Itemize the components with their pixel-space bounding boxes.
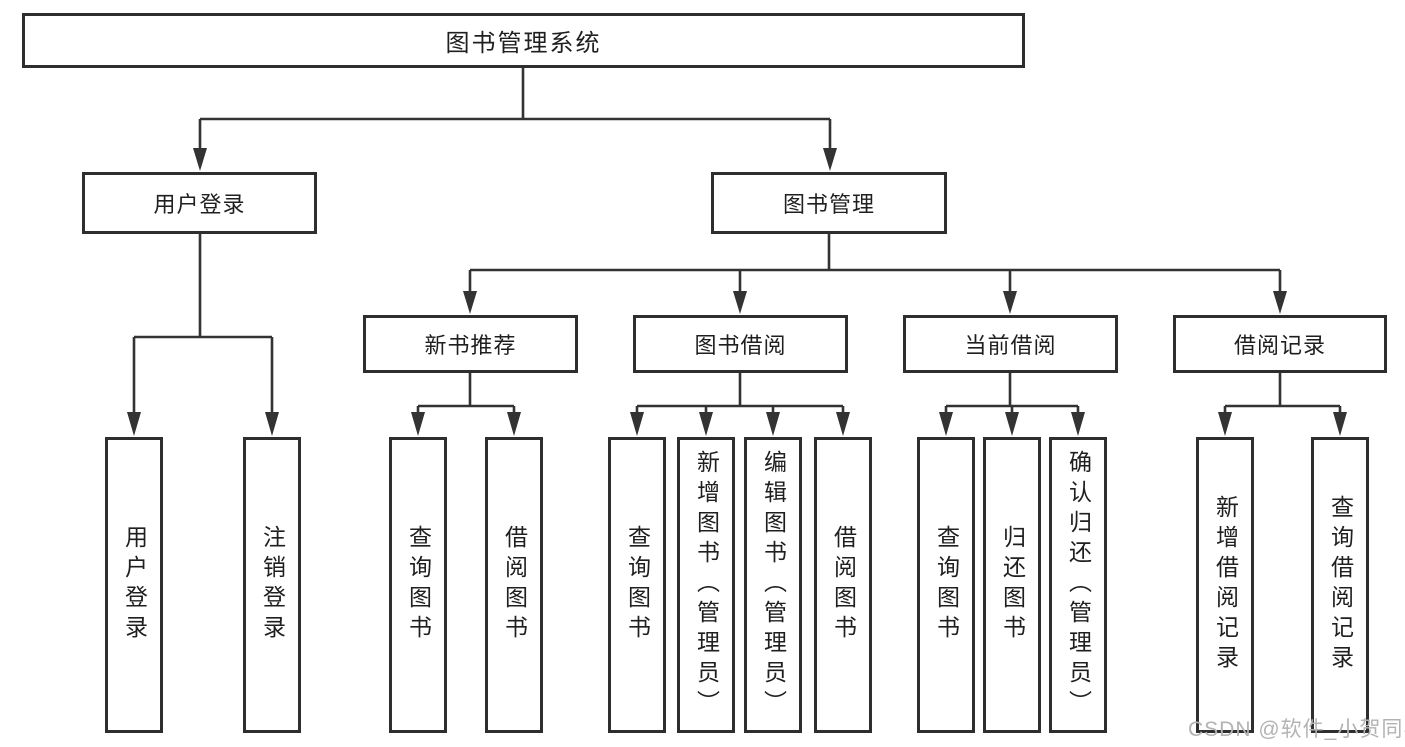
leaf-record-query: 查询借阅记录	[1311, 437, 1369, 733]
leaf-recommend-borrow-book: 借阅图书	[485, 437, 543, 733]
node-current-borrow-label: 当前借阅	[964, 333, 1057, 358]
leaf-recommend-query-book: 查询图书	[389, 437, 447, 733]
node-user-login-label: 用户登录	[153, 192, 246, 217]
leaf-borrow-query-book-label: 查询图书	[624, 525, 651, 645]
arrowhead	[823, 148, 837, 171]
node-book-management: 图书管理	[711, 172, 947, 234]
leaf-borrow-query-book: 查询图书	[608, 437, 666, 733]
leaf-user-login: 用户登录	[105, 437, 163, 733]
leaf-borrow-edit-book-label: 编辑图书（管理员）	[760, 450, 787, 720]
arrowhead	[939, 412, 953, 436]
arrowhead	[1003, 291, 1017, 314]
leaf-recommend-borrow-book-label: 借阅图书	[501, 525, 528, 645]
node-borrow-record: 借阅记录	[1173, 315, 1387, 373]
arrowhead	[265, 412, 279, 436]
arrowhead	[507, 412, 521, 436]
arrowhead	[1273, 291, 1287, 314]
arrowhead	[733, 291, 747, 314]
node-book-borrow-label: 图书借阅	[694, 333, 787, 358]
arrowhead	[1218, 412, 1232, 436]
leaf-record-add-label: 新增借阅记录	[1212, 495, 1239, 675]
node-book-management-label: 图书管理	[782, 192, 875, 217]
node-book-borrow: 图书借阅	[633, 315, 848, 373]
node-root-label: 图书管理系统	[445, 30, 602, 57]
arrowhead	[1005, 412, 1019, 436]
node-current-borrow: 当前借阅	[903, 315, 1118, 373]
leaf-current-return-book: 归还图书	[983, 437, 1041, 733]
arrowhead	[1333, 412, 1347, 436]
node-root: 图书管理系统	[22, 13, 1025, 68]
leaf-logout-label: 注销登录	[259, 525, 286, 645]
watermark: CSDN @软件_小贺同学	[1188, 718, 1405, 741]
leaf-record-query-label: 查询借阅记录	[1327, 495, 1354, 675]
arrowhead	[127, 412, 141, 436]
leaf-borrow-add-book: 新增图书（管理员）	[677, 437, 735, 733]
arrowhead	[699, 412, 713, 436]
leaf-borrow-borrow-book: 借阅图书	[814, 437, 872, 733]
leaf-current-confirm-return-label: 确认归还（管理员）	[1065, 450, 1092, 720]
leaf-current-query-book: 查询图书	[917, 437, 975, 733]
leaf-borrow-borrow-book-label: 借阅图书	[830, 525, 857, 645]
leaf-current-query-book-label: 查询图书	[933, 525, 960, 645]
node-new-book-recommend: 新书推荐	[363, 315, 578, 373]
leaf-record-add: 新增借阅记录	[1196, 437, 1254, 733]
node-borrow-record-label: 借阅记录	[1233, 333, 1326, 358]
arrowhead	[1071, 412, 1085, 436]
arrowhead	[193, 148, 207, 171]
leaf-current-return-book-label: 归还图书	[999, 525, 1026, 645]
leaf-logout: 注销登录	[243, 437, 301, 733]
arrowhead	[463, 291, 477, 314]
leaf-borrow-edit-book: 编辑图书（管理员）	[744, 437, 802, 733]
node-new-book-recommend-label: 新书推荐	[424, 333, 517, 358]
leaf-recommend-query-book-label: 查询图书	[405, 525, 432, 645]
leaf-current-confirm-return: 确认归还（管理员）	[1049, 437, 1107, 733]
node-user-login: 用户登录	[82, 172, 317, 234]
leaf-borrow-add-book-label: 新增图书（管理员）	[693, 450, 720, 720]
arrowhead	[630, 412, 644, 436]
arrowhead	[766, 412, 780, 436]
arrowhead	[411, 412, 425, 436]
leaf-user-login-label: 用户登录	[121, 525, 148, 645]
arrowhead	[836, 412, 850, 436]
